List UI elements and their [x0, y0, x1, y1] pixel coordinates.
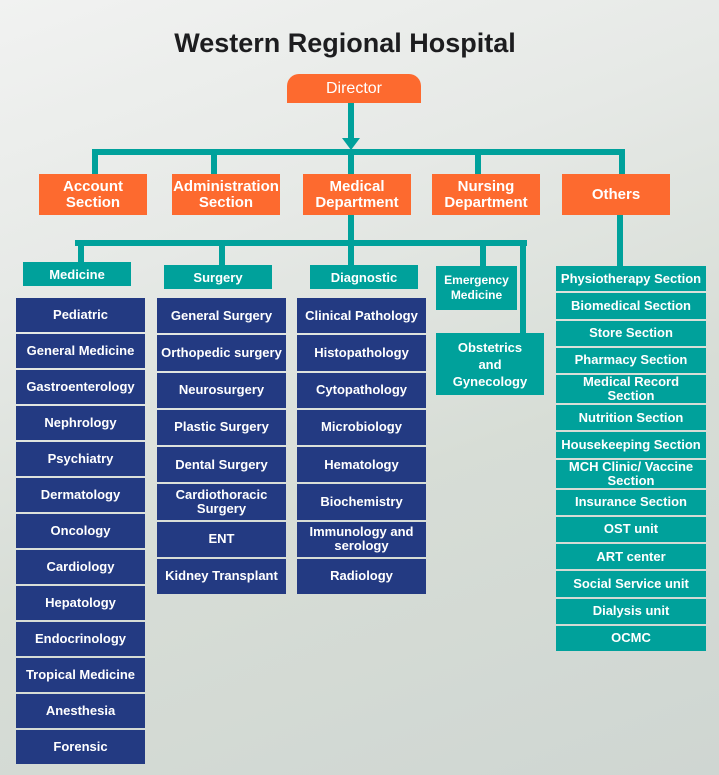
medicine-item: Dermatology: [16, 478, 145, 512]
medicine-item: Gastroenterology: [16, 370, 145, 404]
chart-title: Western Regional Hospital: [174, 28, 516, 58]
others-item: Housekeeping Section: [556, 432, 706, 458]
medicine-item: Forensic: [16, 730, 145, 764]
surgery-item: Neurosurgery: [157, 372, 286, 408]
diagnostic-item: Biochemistry: [297, 484, 426, 520]
others-item: Physiotherapy Section: [556, 266, 706, 292]
connector: [78, 240, 84, 263]
medicine-item: Nephrology: [16, 406, 145, 440]
connector: [92, 149, 625, 155]
surgery-item: Dental Surgery: [157, 447, 286, 483]
others-item: Dialysis unit: [556, 598, 706, 624]
diagnostic-item: Cytopathology: [297, 372, 426, 408]
others-item: Social Service unit: [556, 571, 706, 597]
others-item: Nutrition Section: [556, 405, 706, 431]
medicine-item: Oncology: [16, 514, 145, 548]
obstetrics-gynecology-box: Obstetrics and Gynecology: [436, 333, 544, 395]
diagnostic-item: Immunology and serology: [297, 521, 426, 557]
medicine-item: Hepatology: [16, 586, 145, 620]
account-section-box: Account Section: [39, 174, 147, 215]
surgery-box: Surgery: [164, 265, 272, 289]
medicine-item: Cardiology: [16, 550, 145, 584]
diagnostic-box: Diagnostic: [310, 265, 418, 289]
connector: [520, 240, 526, 334]
connector: [348, 102, 354, 142]
others-item: OST unit: [556, 516, 706, 542]
others-item: Biomedical Section: [556, 293, 706, 319]
medicine-item: Endocrinology: [16, 622, 145, 656]
connector: [348, 149, 354, 175]
surgery-item: General Surgery: [157, 298, 286, 334]
others-box: Others: [562, 174, 670, 215]
arrow-down-icon: [342, 138, 360, 150]
diagnostic-item: Clinical Pathology: [297, 298, 426, 334]
surgery-item: Cardiothoracic Surgery: [157, 484, 286, 520]
surgery-item: Orthopedic surgery: [157, 335, 286, 371]
others-item: Store Section: [556, 320, 706, 346]
others-item: MCH Clinic/ Vaccine Section: [556, 459, 706, 488]
diagnostic-item: Microbiology: [297, 409, 426, 445]
others-item: ART center: [556, 544, 706, 570]
medicine-item: Anesthesia: [16, 694, 145, 728]
medicine-item: General Medicine: [16, 334, 145, 368]
connector: [92, 149, 98, 175]
medicine-box: Medicine: [23, 262, 131, 286]
medicine-item: Pediatric: [16, 298, 145, 332]
connector: [475, 149, 481, 175]
surgery-item: ENT: [157, 521, 286, 557]
nursing-department-box: Nursing Department: [432, 174, 540, 215]
connector: [617, 215, 623, 267]
diagnostic-item: Histopathology: [297, 335, 426, 371]
medicine-item: Tropical Medicine: [16, 658, 145, 692]
medical-department-box: Medical Department: [303, 174, 411, 215]
connector: [75, 240, 527, 246]
surgery-item: Plastic Surgery: [157, 409, 286, 445]
connector: [219, 240, 225, 266]
connector: [211, 149, 217, 175]
director-box: Director: [287, 74, 421, 103]
emergency-medicine-box: Emergency Medicine: [436, 266, 517, 310]
diagnostic-item: Radiology: [297, 558, 426, 594]
connector: [619, 149, 625, 175]
diagnostic-item: Hematology: [297, 447, 426, 483]
medicine-item: Psychiatry: [16, 442, 145, 476]
others-item: Medical Record Section: [556, 375, 706, 403]
others-item: OCMC: [556, 625, 706, 651]
others-item: Insurance Section: [556, 489, 706, 515]
administration-section-box: Administration Section: [172, 174, 280, 215]
connector: [480, 240, 486, 267]
surgery-item: Kidney Transplant: [157, 558, 286, 594]
others-item: Pharmacy Section: [556, 347, 706, 373]
